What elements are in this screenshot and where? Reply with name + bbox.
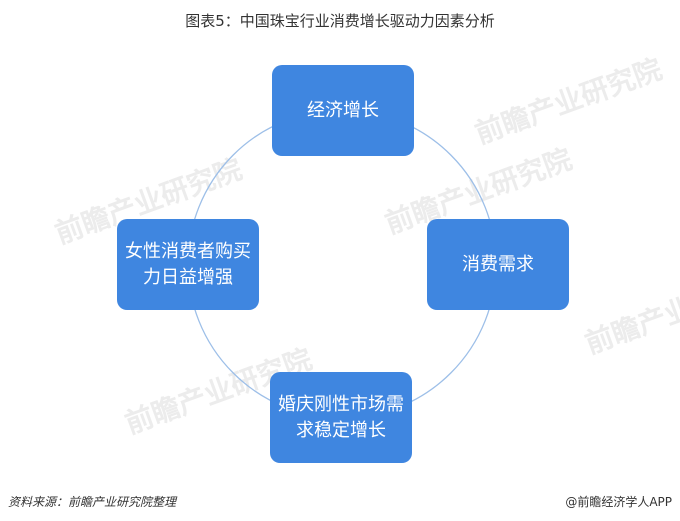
node-female-purchasing-power: 女性消费者购买力日益增强 — [117, 219, 259, 310]
node-economic-growth: 经济增长 — [272, 65, 414, 156]
node-consumer-demand: 消费需求 — [427, 219, 569, 310]
credit-note: @前瞻经济学人APP — [565, 495, 672, 509]
node-wedding-market: 婚庆刚性市场需求稳定增长 — [270, 372, 412, 463]
source-note: 资料来源：前瞻产业研究院整理 — [8, 495, 177, 509]
chart-title: 图表5：中国珠宝行业消费增长驱动力因素分析 — [185, 12, 495, 30]
